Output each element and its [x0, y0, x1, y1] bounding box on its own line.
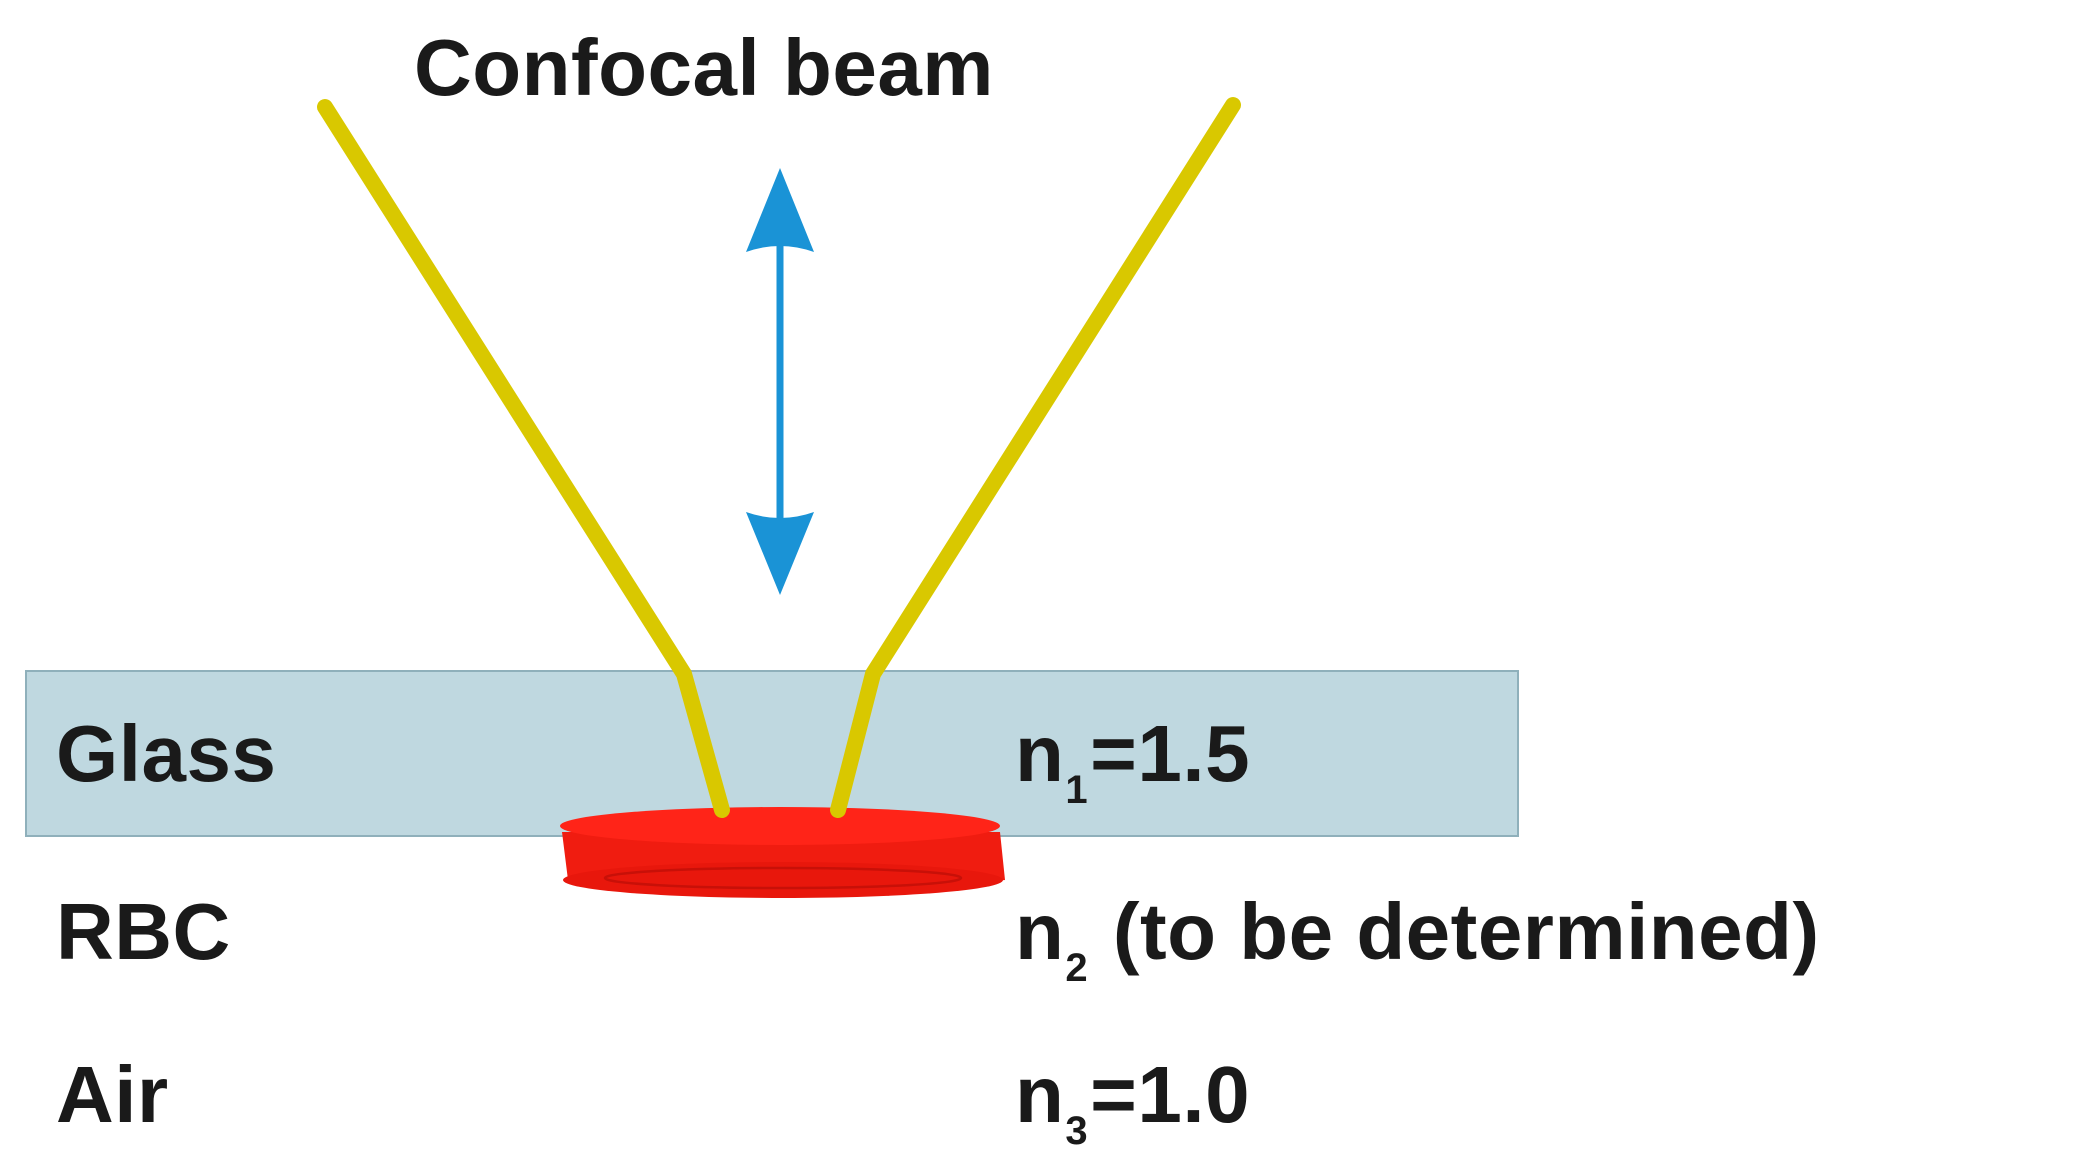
index-value: =1.5	[1090, 709, 1251, 798]
index-symbol: n	[1015, 1050, 1065, 1139]
index-symbol: n	[1015, 887, 1065, 976]
air-layer-label: Air	[56, 1050, 169, 1139]
rbc-refractive-index: n2 (to be determined)	[1015, 892, 1820, 989]
index-value: (to be determined)	[1090, 887, 1820, 976]
glass-layer-label: Glass	[56, 709, 277, 798]
index-subscript: 3	[1065, 1109, 1089, 1153]
beam-ray-right	[830, 97, 1241, 818]
scan-direction-arrow-icon	[746, 168, 814, 595]
glass-refractive-index: n1=1.5	[1015, 714, 1250, 811]
beam-ray-left	[317, 99, 730, 818]
red-blood-cell	[560, 807, 1005, 898]
air-refractive-index: n3=1.0	[1015, 1055, 1250, 1152]
index-subscript: 2	[1065, 946, 1089, 990]
index-symbol: n	[1015, 709, 1065, 798]
index-subscript: 1	[1065, 768, 1089, 812]
diagram-title: Confocal beam	[414, 23, 994, 112]
rbc-layer-label: RBC	[56, 887, 231, 976]
index-value: =1.0	[1090, 1050, 1251, 1139]
